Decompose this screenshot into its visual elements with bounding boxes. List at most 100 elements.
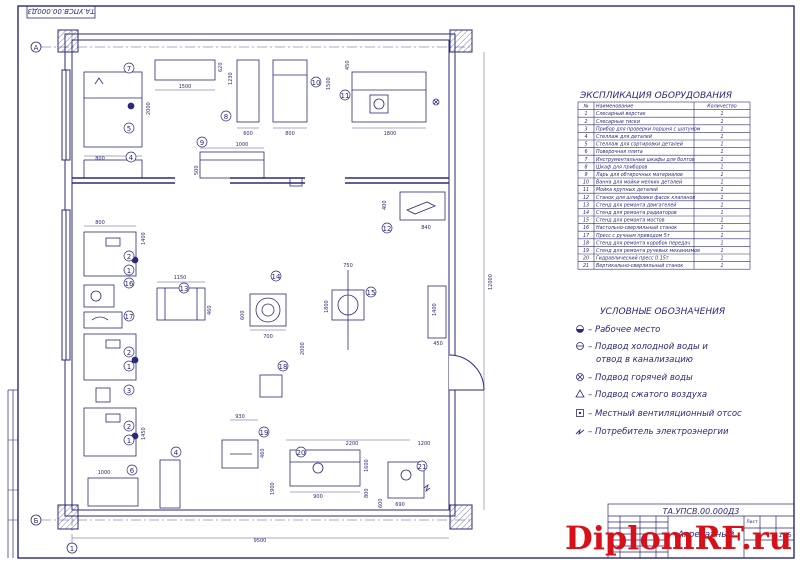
cold-water-icon xyxy=(576,342,584,350)
table-cell-name: Мойка крупных деталей xyxy=(596,187,658,193)
title-block-code: ТА.УПСВ.00.000Д3 xyxy=(663,507,740,516)
dim-label: 1500 xyxy=(179,84,192,90)
callout: 7 xyxy=(123,62,135,74)
table-cell-name: Станок для шлифовки фасок клапанов xyxy=(596,195,695,201)
table-cell-name: Ларь для обтирочных материалов xyxy=(595,172,683,178)
svg-text:19: 19 xyxy=(260,429,269,437)
callout: 16 xyxy=(123,277,135,289)
grid-label-b: Б xyxy=(34,517,39,525)
table-cell-name: Стенд для ремонта коробок передач xyxy=(596,240,690,246)
svg-text:20: 20 xyxy=(297,449,306,457)
dim-label: 1200 xyxy=(418,441,431,447)
dim-label: 620 xyxy=(218,62,224,72)
dim-label: 800 xyxy=(364,488,370,498)
table-cell-qty: 1 xyxy=(720,180,723,186)
svg-text:4: 4 xyxy=(174,449,179,457)
equipment-tool-cabinet xyxy=(154,59,216,81)
equipment-device-cabinet xyxy=(236,59,260,123)
title-block-scale: 1:25 xyxy=(778,532,792,539)
dim-label: 600 xyxy=(243,131,253,137)
svg-text:16: 16 xyxy=(125,280,134,288)
table-cell-qty: 1 xyxy=(720,172,723,178)
dim-label: 460 xyxy=(207,305,213,315)
equipment-sort-shelf xyxy=(83,71,143,148)
table-cell-number: 18 xyxy=(583,240,589,246)
table-cell-name: Пресс с ручным приводом 5т xyxy=(596,233,670,239)
callout: 12 xyxy=(381,222,393,234)
table-cell-name: Прибор для проверки поршня с шатуном xyxy=(596,126,701,132)
svg-text:4: 4 xyxy=(129,154,134,162)
table-cell-qty: 1 xyxy=(720,126,723,132)
ventilation-icon xyxy=(576,409,584,417)
dim-label: 450 xyxy=(433,341,443,347)
table-cell-name: Стенд для ремонта двигателей xyxy=(596,202,676,208)
top-doc-code: ТА.УПСВ.00.000Д3 xyxy=(27,7,94,15)
dim-label: 2000 xyxy=(146,102,152,115)
dim-label: 500 xyxy=(194,165,200,175)
table-cell-qty: 1 xyxy=(720,142,723,148)
svg-text:7: 7 xyxy=(127,65,131,73)
table-cell-qty: 1 xyxy=(720,202,723,208)
dim-label: 1800 xyxy=(324,300,330,313)
callout: 15 xyxy=(365,286,377,298)
callout: 4 xyxy=(125,151,137,163)
svg-text:6: 6 xyxy=(130,467,135,475)
dim-label: 690 xyxy=(395,502,405,508)
electric-icon xyxy=(575,428,585,436)
callout: 1 xyxy=(123,360,135,372)
table-cell-number: 8 xyxy=(584,164,587,170)
title-block: ТА.УПСВ.00.000Д3 Агрегатный Лист 1:25 xyxy=(607,503,795,559)
svg-text:5: 5 xyxy=(127,125,131,133)
table-cell-name: Стеллаж для деталей xyxy=(596,134,652,140)
table-cell-name: Инструментальные шкафы для болтов xyxy=(596,157,695,163)
title-block-name: Агрегатный xyxy=(677,530,735,540)
callout: 2 xyxy=(123,420,135,432)
table-cell-number: 6 xyxy=(584,149,587,155)
table-cell-qty: 1 xyxy=(720,187,723,193)
dim-label: 800 xyxy=(285,131,295,137)
dim-label: 400 xyxy=(382,200,388,210)
callout: 8 xyxy=(220,110,232,122)
table-cell-number: 3 xyxy=(584,126,587,132)
equipment-hydraulic-press xyxy=(289,449,361,487)
table-cell-qty: 1 xyxy=(720,218,723,224)
svg-text:2: 2 xyxy=(127,253,131,261)
callout: 2 xyxy=(123,346,135,358)
table-cell-name: Настольно-сверлильный станок xyxy=(596,225,677,231)
compressed-air-icon xyxy=(575,389,585,398)
callout: 10 xyxy=(310,76,322,88)
svg-text:9: 9 xyxy=(200,139,204,147)
workplace-icon xyxy=(576,325,584,333)
table-cell-name: Ванна для мойки мелких деталей xyxy=(596,180,682,186)
legend-label: – Местный вентиляционный отсос xyxy=(588,409,742,419)
callout: 9 xyxy=(196,136,208,148)
table-cell-name: Слесарные тиски xyxy=(596,119,640,125)
explication-title: ЭКСПЛИКАЦИЯ ОБОРУДОВАНИЯ xyxy=(579,91,732,101)
dim-label: 600 xyxy=(378,498,384,508)
hot-water-mark xyxy=(432,98,440,106)
svg-text:2: 2 xyxy=(127,423,131,431)
table-cell-qty: 1 xyxy=(720,149,723,155)
dim-label: 2000 xyxy=(300,342,306,355)
table-cell-name: Стенд для ремонта ручевых механизмов xyxy=(596,248,700,254)
dim-label: 700 xyxy=(263,334,273,340)
dim-label: 12000 xyxy=(488,274,494,290)
callout: 1 xyxy=(123,264,135,276)
dim-label: 1000 xyxy=(98,470,111,476)
legend-section: УСЛОВНЫЕ ОБОЗНАЧЕНИЯ – Рабочее место – П… xyxy=(575,307,742,437)
table-cell-qty: 1 xyxy=(720,240,723,246)
equipment-workbench-1 xyxy=(83,231,137,277)
table-cell-name: Шкаф для приборов xyxy=(596,164,648,170)
dim-label: 2200 xyxy=(346,441,359,447)
legend-label: – Подвод горячей воды xyxy=(588,373,693,383)
table-cell-number: 13 xyxy=(583,202,589,208)
workplace-mark xyxy=(127,102,135,110)
equipment-gearbox-stand xyxy=(259,374,283,398)
dim-label: 1400 xyxy=(141,232,147,245)
dim-label: 1150 xyxy=(174,275,187,281)
dim-label: 1400 xyxy=(432,303,438,316)
svg-text:15: 15 xyxy=(367,289,376,297)
table-cell-name: Слесарный верстак xyxy=(596,111,646,117)
dim-label: 930 xyxy=(235,414,245,420)
